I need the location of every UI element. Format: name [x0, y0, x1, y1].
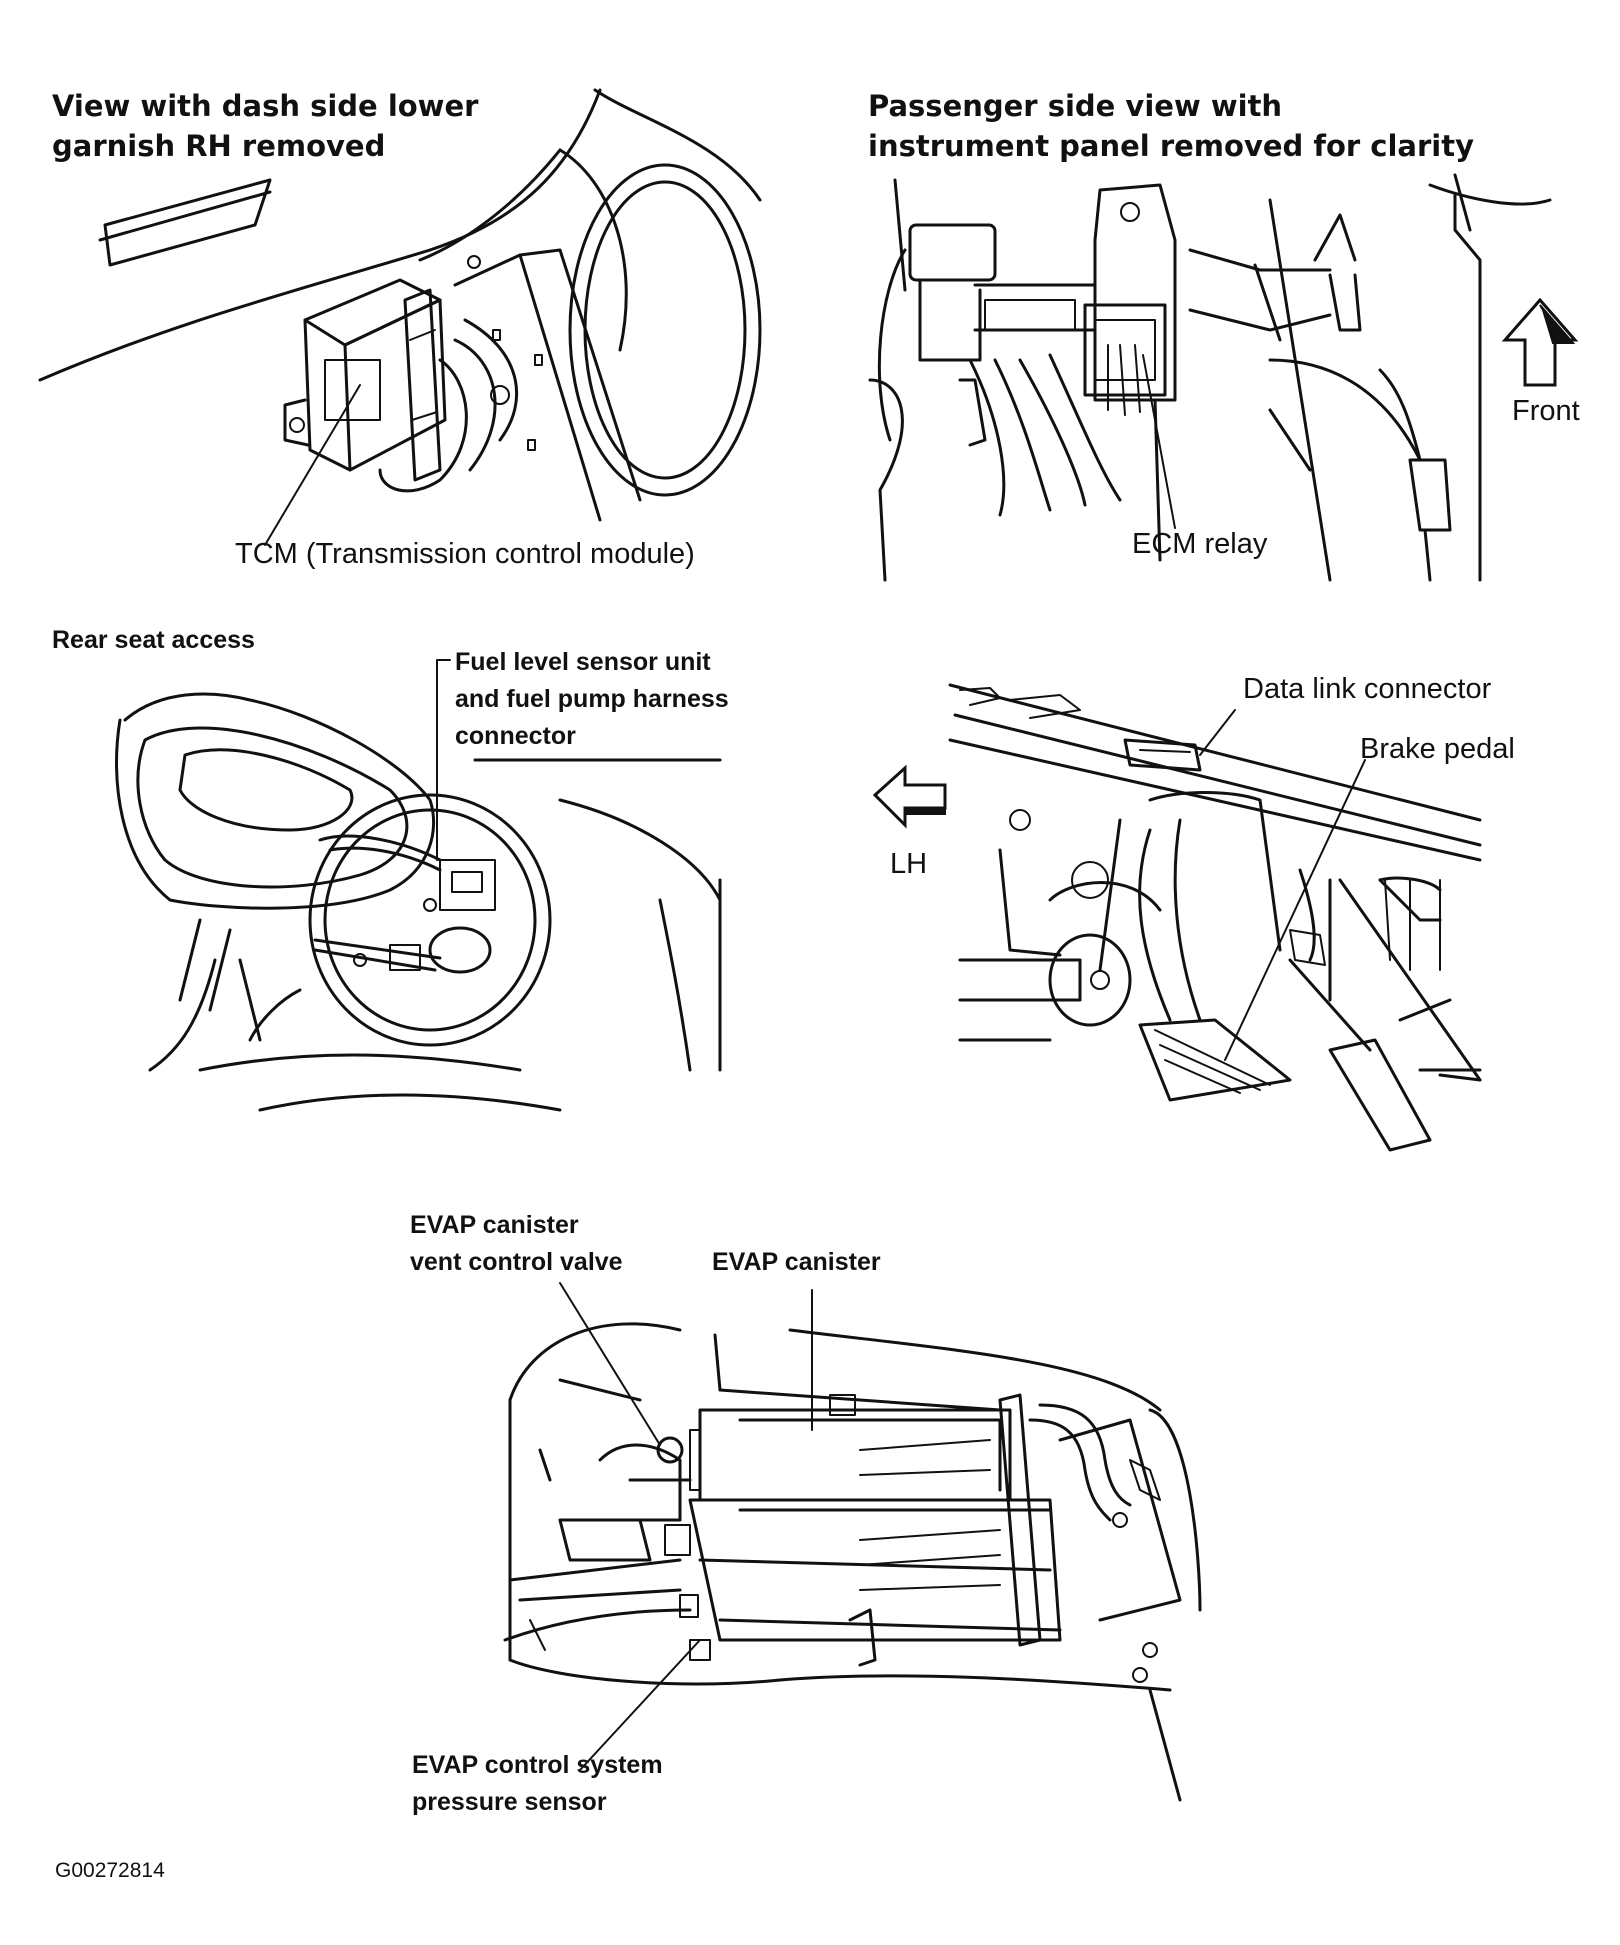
tcm-heading-line2: garnish RH removed: [52, 129, 386, 163]
evap-sensor-callout-line2: pressure sensor: [412, 1788, 607, 1816]
evap-valve-callout-line1: EVAP canister: [410, 1211, 579, 1239]
fuel-callout-line3: connector: [455, 722, 576, 750]
evap-sensor-callout-line1: EVAP control system: [412, 1751, 663, 1779]
lh-direction-label: LH: [890, 848, 928, 880]
ecm-heading-line1: Passenger side view with: [868, 89, 1283, 123]
brake-pedal-callout: Brake pedal: [1360, 733, 1515, 765]
ecm-heading-line2: instrument panel removed for clarity: [868, 129, 1475, 163]
fuel-callout-line1: Fuel level sensor unit: [455, 648, 711, 676]
ecm-relay-callout: ECM relay: [1132, 528, 1268, 560]
tcm-heading-line1: View with dash side lower: [52, 89, 479, 123]
fuel-heading: Rear seat access: [52, 626, 255, 654]
ecm-illustration: [868, 173, 1579, 582]
fuel-illustration: [115, 659, 722, 1112]
pedal-illustration: [872, 683, 1482, 1152]
data-link-connector-callout: Data link connector: [1243, 673, 1492, 705]
tcm-illustration: [38, 88, 762, 546]
front-direction-label: Front: [1512, 395, 1580, 427]
evap-illustration: [503, 1282, 1202, 1802]
figure-id: G00272814: [55, 1859, 165, 1882]
evap-canister-callout: EVAP canister: [712, 1248, 881, 1276]
evap-valve-callout-line2: vent control valve: [410, 1248, 623, 1276]
fuel-callout-line2: and fuel pump harness: [455, 685, 729, 713]
tcm-callout: TCM (Transmission control module): [235, 538, 695, 570]
